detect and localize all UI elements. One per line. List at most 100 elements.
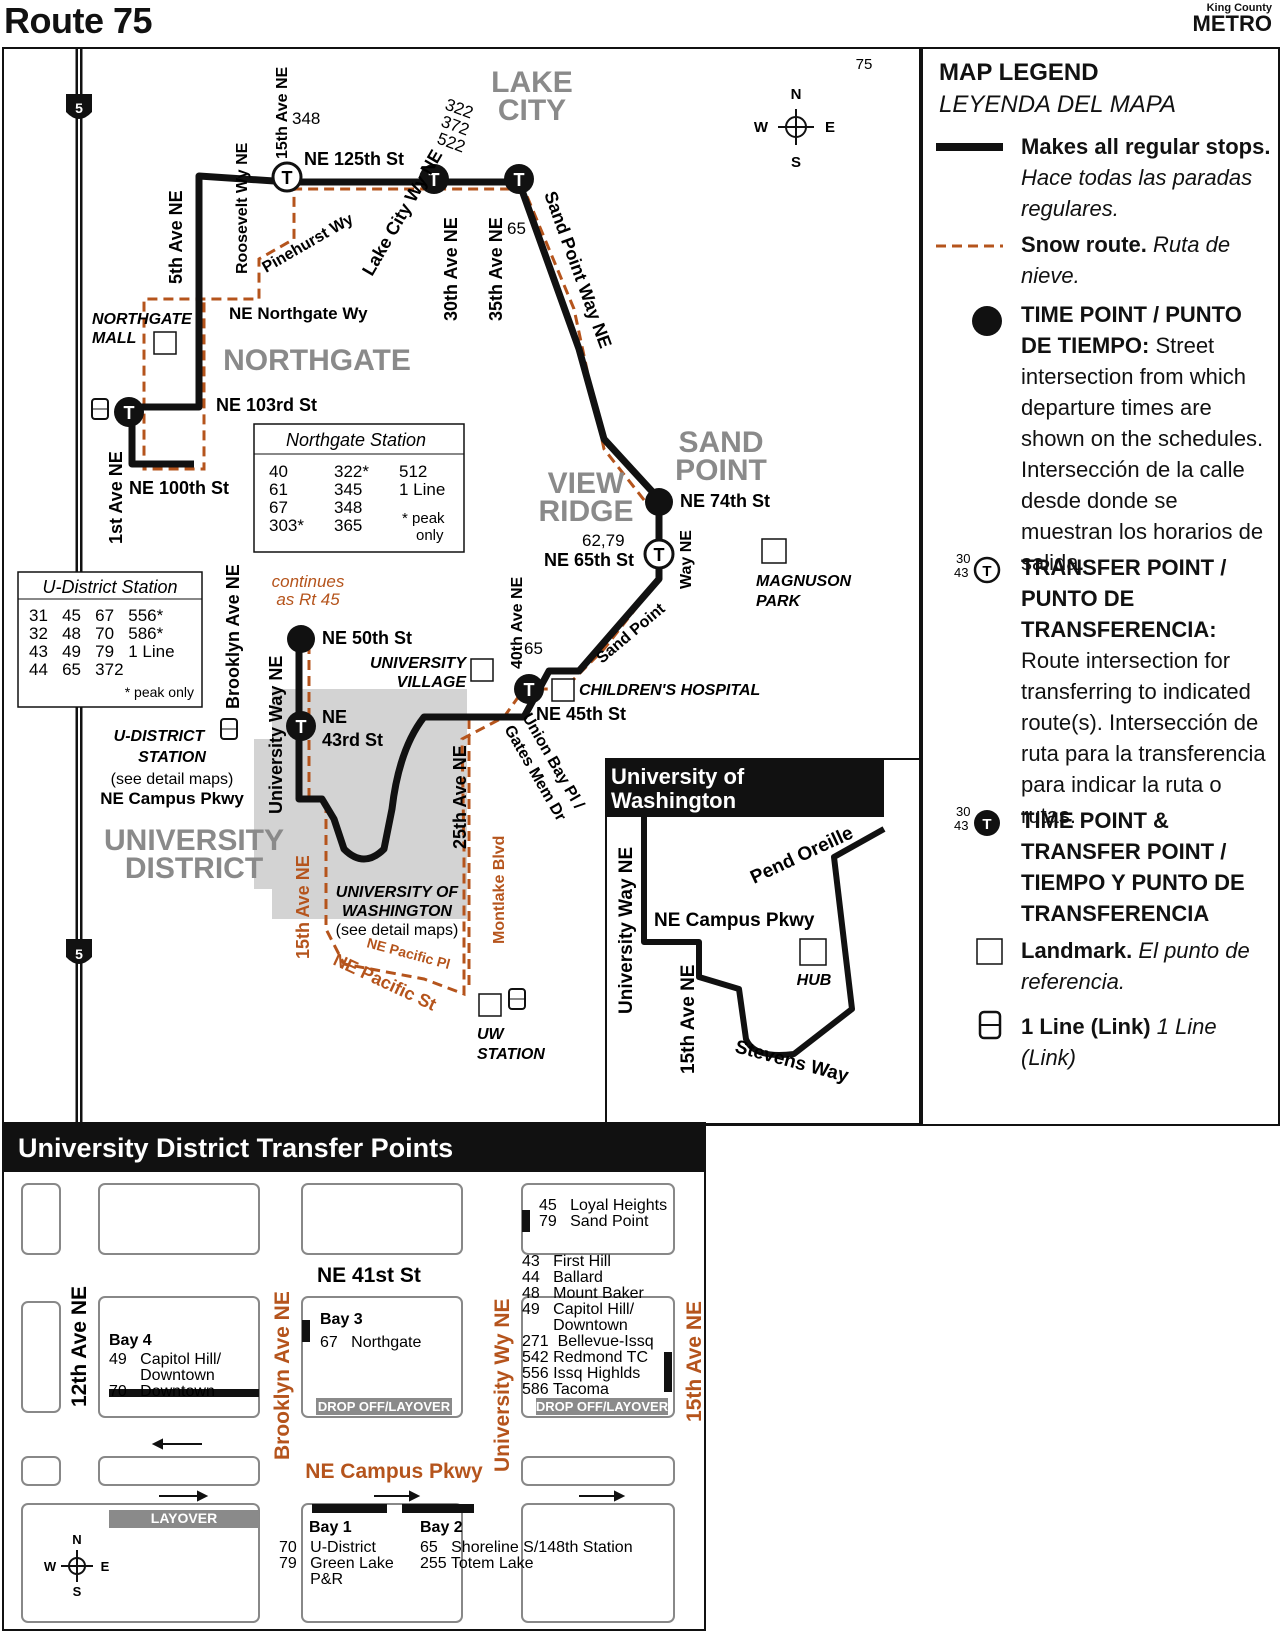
svg-text:61: 61	[269, 480, 288, 499]
svg-text:348: 348	[334, 498, 362, 517]
svg-text:35th Ave NE: 35th Ave NE	[486, 217, 506, 321]
svg-text:79 Sand Point: 79 Sand Point	[539, 1213, 649, 1230]
svg-text:University Wy NE: University Wy NE	[491, 1298, 514, 1472]
svg-text:65 Shoreline S/148th Station: 65 Shoreline S/148th Station	[420, 1539, 633, 1556]
svg-text:University of: University of	[611, 764, 745, 789]
svg-text:CITY: CITY	[498, 94, 566, 127]
timetransfer-point-northgate: T	[114, 397, 144, 427]
page-title: Route 75	[4, 0, 153, 41]
svg-text:49 Capitol Hill/: 49 Capitol Hill/	[109, 1351, 222, 1368]
svg-text:Downtown: Downtown	[109, 1367, 215, 1384]
svg-text:NE 103rd St: NE 103rd St	[216, 395, 317, 415]
svg-text:30: 30	[956, 551, 970, 566]
neighborhood-labels: LAKE CITY NORTHGATE SAND POINT VIEW RIDG…	[104, 66, 767, 885]
svg-text:NE: NE	[322, 707, 347, 727]
svg-text:UNIVERSITY: UNIVERSITY	[370, 655, 467, 672]
svg-text:43 49 79 1 Line: 43 49 79 1 Line	[29, 642, 175, 661]
train-icon	[91, 398, 109, 420]
svg-text:65: 65	[507, 219, 526, 238]
svg-text:NE Campus Pkwy: NE Campus Pkwy	[654, 910, 815, 931]
udistrict-station-box: U-District Station 31 45 67 556* 32 48 7…	[17, 571, 203, 708]
svg-text:S: S	[73, 1584, 82, 1599]
magnuson-landmark	[761, 538, 787, 564]
legend-item-timepoint: TIME POINT / PUNTO DE TIEMPO: Street int…	[1021, 302, 1264, 575]
svg-text:Montlake Blvd: Montlake Blvd	[491, 836, 508, 944]
svg-text:Brooklyn Ave NE: Brooklyn Ave NE	[271, 1291, 294, 1460]
legend-landmark-icon	[976, 938, 1003, 965]
svg-text:43: 43	[954, 565, 968, 580]
svg-text:365: 365	[334, 516, 362, 535]
logo-line1: King County	[1206, 2, 1272, 14]
svg-text:15th Ave NE: 15th Ave NE	[293, 855, 313, 959]
svg-text:NE Campus Pkwy: NE Campus Pkwy	[305, 1460, 483, 1483]
train-icon	[508, 988, 526, 1010]
svg-text:DISTRICT: DISTRICT	[125, 852, 263, 885]
svg-text:70 U-District: 70 U-District	[279, 1539, 376, 1556]
svg-text:79 Green Lake: 79 Green Lake	[279, 1555, 394, 1572]
svg-text:322*: 322*	[334, 462, 369, 481]
svg-text:only: only	[416, 527, 444, 544]
svg-text:Bay 3: Bay 3	[320, 1311, 363, 1328]
legend-item-timetransfer: TIME POINT & TRANSFER POINT / TIEMPO Y P…	[1021, 808, 1245, 926]
svg-text:556 Issq Highlds: 556 Issq Highlds	[522, 1365, 640, 1382]
train-icon	[978, 1010, 1002, 1040]
svg-text:T: T	[654, 545, 665, 565]
svg-text:NE Campus Pkwy: NE Campus Pkwy	[100, 789, 244, 808]
svg-text:T: T	[429, 170, 440, 190]
svg-text:* peak only: * peak only	[125, 684, 194, 700]
svg-text:5: 5	[75, 946, 83, 962]
svg-text:NE 50th St: NE 50th St	[322, 628, 412, 648]
legend-timepoint-icon	[972, 306, 1002, 336]
route-map-svg: 5 5 T T T T T T T N S E W 75 LAKE CITY N…	[17, 49, 922, 1125]
svg-text:25th Ave NE: 25th Ave NE	[450, 745, 470, 849]
svg-text:Roosevelt Wy NE: Roosevelt Wy NE	[234, 142, 251, 274]
continues-label: continues as Rt 45	[272, 572, 345, 609]
svg-text:STATION: STATION	[477, 1046, 545, 1063]
svg-text:PARK: PARK	[756, 593, 802, 610]
svg-text:LAYOVER: LAYOVER	[151, 1510, 217, 1526]
svg-text:continues: continues	[272, 572, 345, 591]
svg-text:P&R: P&R	[279, 1571, 343, 1588]
svg-text:T: T	[982, 563, 991, 580]
svg-text:LAKE: LAKE	[491, 66, 573, 99]
svg-text:N: N	[791, 86, 802, 103]
svg-text:15th Ave NE: 15th Ave NE	[274, 66, 291, 159]
svg-text:* peak: * peak	[402, 510, 445, 527]
svg-text:67 Northgate: 67 Northgate	[320, 1334, 422, 1351]
svg-text:49 Capitol Hill/: 49 Capitol Hill/	[522, 1301, 635, 1318]
svg-text:W: W	[754, 119, 769, 136]
svg-text:DROP OFF/LAYOVER: DROP OFF/LAYOVER	[536, 1399, 669, 1414]
svg-text:30: 30	[956, 804, 970, 819]
svg-text:NE Northgate Wy: NE Northgate Wy	[229, 304, 368, 323]
svg-text:T: T	[282, 168, 293, 188]
svg-text:70 Downtown: 70 Downtown	[109, 1383, 215, 1400]
udistrict-transfer-panel: University District Transfer Points DROP	[2, 1122, 706, 1631]
svg-text:303*: 303*	[269, 516, 304, 535]
svg-text:512: 512	[399, 462, 427, 481]
transfer-title: University District Transfer Points	[4, 1124, 704, 1172]
svg-text:32 48 70 586*: 32 48 70 586*	[29, 624, 164, 643]
compass-icon: N S E W	[754, 86, 835, 171]
landmark-labels: NORTHGATE MALL MAGNUSON PARK UNIVERSITY …	[92, 311, 852, 1063]
svg-text:T: T	[296, 717, 307, 737]
svg-text:University Way NE: University Way NE	[616, 847, 637, 1014]
legend-item-link: 1 Line (Link) 1 Line (Link)	[1021, 1014, 1217, 1070]
svg-text:S: S	[791, 154, 801, 171]
svg-text:255 Totem Lake: 255 Totem Lake	[420, 1555, 534, 1572]
svg-text:43rd St: 43rd St	[322, 730, 383, 750]
svg-text:1 Line: 1 Line	[399, 480, 445, 499]
time-point-ne50	[287, 625, 315, 653]
svg-text:RIDGE: RIDGE	[538, 495, 633, 528]
svg-text:CHILDREN'S HOSPITAL: CHILDREN'S HOSPITAL	[579, 682, 760, 699]
svg-text:48 Mount Baker: 48 Mount Baker	[522, 1285, 645, 1302]
svg-text:30th Ave NE: 30th Ave NE	[441, 217, 461, 321]
svg-text:UW: UW	[477, 1026, 506, 1043]
svg-text:348: 348	[292, 109, 320, 128]
svg-text:44 Ballard: 44 Ballard	[522, 1269, 603, 1286]
route-number-label: 75	[856, 56, 873, 73]
transfer-point-ne125-15: T	[271, 161, 303, 193]
legend-item-snow: Snow route. Ruta de nieve.	[1021, 232, 1231, 288]
